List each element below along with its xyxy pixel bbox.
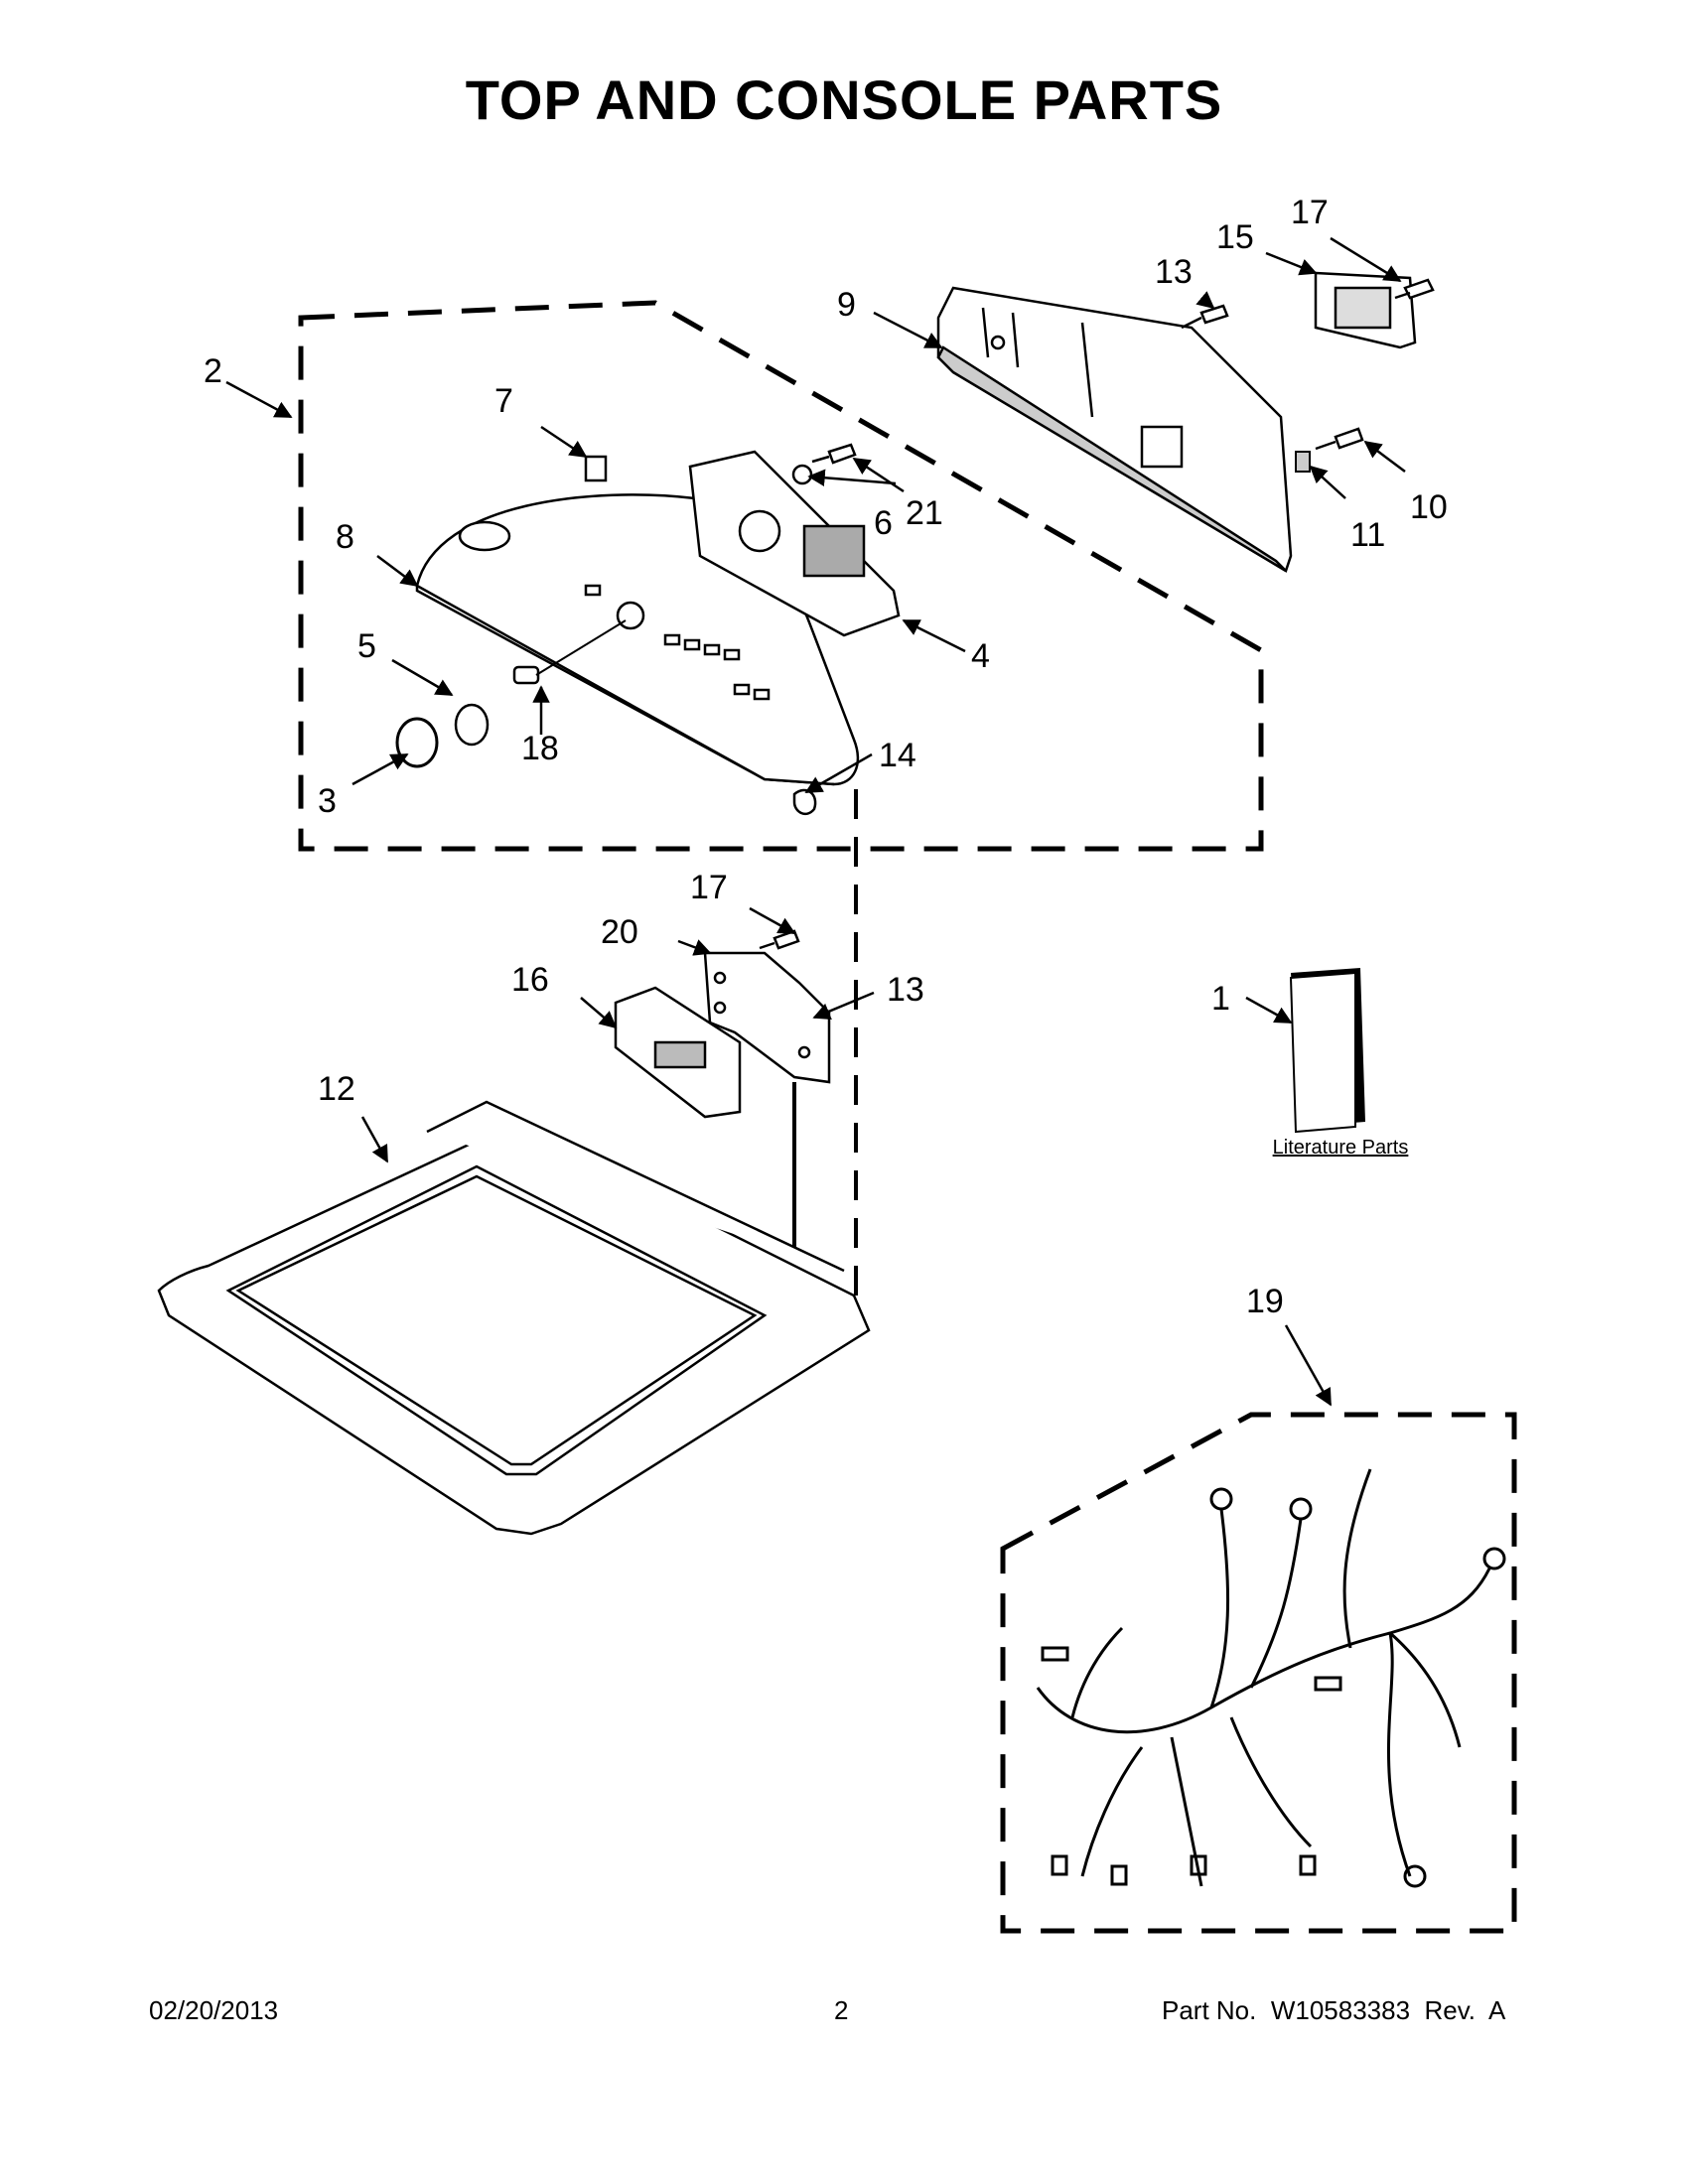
callout-19: 19 (1246, 1283, 1284, 1320)
callout-3: 3 (318, 782, 337, 820)
callout-2: 2 (204, 352, 222, 390)
clip-14 (792, 788, 817, 816)
screw-13-top (1181, 304, 1229, 330)
callout-10: 10 (1410, 488, 1448, 526)
screw-17-lower (759, 929, 800, 950)
literature-parts-1 (1289, 968, 1365, 1134)
clip-7 (584, 455, 608, 482)
callout-21: 21 (906, 494, 943, 532)
shaft-18 (512, 665, 540, 685)
knob-ring-5 (454, 703, 490, 747)
callout-arrows (225, 236, 1406, 1407)
literature-label: Literature Parts (1273, 1137, 1409, 1159)
callout-8: 8 (336, 518, 354, 556)
user-interface-board (688, 450, 901, 637)
footer-date: 02/20/2013 (149, 1995, 279, 2025)
callout-17-lower: 17 (690, 869, 728, 906)
callout-15: 15 (1216, 218, 1254, 256)
console-back-panel (936, 286, 1293, 573)
screw-10 (1315, 427, 1364, 451)
screw-21 (811, 443, 857, 465)
control-board-bracket (1314, 271, 1417, 349)
screw-17-top (1394, 278, 1435, 300)
callout-16: 16 (511, 961, 549, 999)
connector-lines (792, 789, 858, 1310)
bracket-20 (703, 951, 831, 1084)
callout-20: 20 (601, 913, 638, 951)
callout-4: 4 (971, 637, 990, 675)
callout-17-top: 17 (1291, 194, 1329, 231)
callout-12: 12 (318, 1070, 355, 1108)
footer-part-number: Part No. W10583383 Rev. A (1162, 1995, 1506, 2025)
console-assembly-boundary (298, 300, 1264, 852)
clip-11 (1295, 451, 1311, 473)
callout-13-lower: 13 (887, 971, 924, 1009)
knob-insert-6 (791, 464, 813, 485)
callout-6: 6 (874, 504, 893, 542)
wire-harness-boundary (1000, 1412, 1517, 1934)
relay-board-16 (614, 986, 742, 1119)
callout-5: 5 (357, 627, 376, 665)
main-top-12 (157, 1100, 871, 1536)
callout-13-top: 13 (1155, 253, 1193, 291)
callout-11: 11 (1350, 516, 1385, 554)
callout-14: 14 (879, 737, 916, 774)
callout-7: 7 (494, 382, 513, 420)
footer-page-number: 2 (834, 1995, 849, 2025)
callout-labels: 2 7 8 5 3 18 6 21 4 14 9 13 15 17 10 11 … (204, 194, 1448, 1320)
callout-1: 1 (1211, 980, 1230, 1018)
callout-18: 18 (521, 730, 559, 767)
knob-3 (395, 717, 439, 768)
page-title: TOP AND CONSOLE PARTS (465, 68, 1223, 131)
callout-9: 9 (837, 286, 856, 324)
wire-harness-19 (1036, 1468, 1506, 1888)
